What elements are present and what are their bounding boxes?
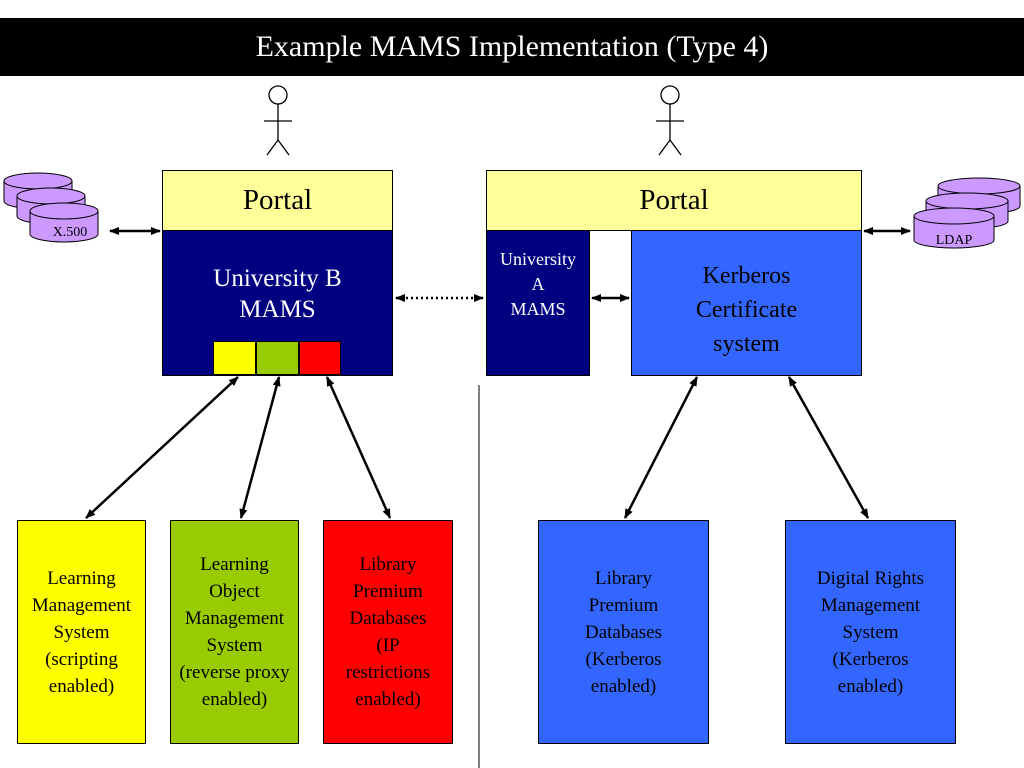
- kerberos-certificate-box: Kerberos Certificate system: [631, 230, 862, 376]
- left-portal-box: Portal: [162, 170, 393, 231]
- library-ip-box: Library Premium Databases (IP restrictio…: [323, 520, 453, 744]
- red-swatch: [299, 341, 341, 375]
- ldap-label: LDAP: [936, 233, 973, 248]
- university-a-mams-label: University A MAMS: [500, 249, 576, 319]
- mams-b-to-loms-arrow: [239, 376, 281, 519]
- kerberos-certificate-label: Kerberos Certificate system: [695, 263, 798, 357]
- yellow-swatch: [213, 341, 256, 375]
- university-b-mams-box: University B MAMS: [162, 230, 393, 376]
- mams-b-to-lms-arrow: [85, 376, 239, 519]
- x500-database-icon: X.500: [3, 172, 99, 243]
- library-kerberos-box: Library Premium Databases (Kerberos enab…: [538, 520, 709, 744]
- x500-label: X.500: [53, 225, 88, 240]
- kerberos-to-library-arrow: [623, 376, 699, 519]
- green-swatch: [256, 341, 299, 375]
- right-user-icon: [656, 85, 684, 156]
- mams-b-to-library-ip-arrow: [325, 376, 392, 519]
- left-user-icon: [264, 85, 292, 156]
- university-a-mams-box: University A MAMS: [486, 230, 590, 376]
- ldap-database-icon: LDAP: [913, 177, 1021, 249]
- right-portal-box: Portal: [486, 170, 862, 231]
- kerberos-to-drm-arrow: [787, 376, 870, 519]
- slide-title: Example MAMS Implementation (Type 4): [0, 18, 1024, 76]
- drm-box: Digital Rights Management System (Kerber…: [785, 520, 956, 744]
- university-b-mams-label: University B MAMS: [213, 265, 342, 323]
- loms-box: Learning Object Management System (rever…: [170, 520, 299, 744]
- lms-box: Learning Management System (scripting en…: [17, 520, 146, 744]
